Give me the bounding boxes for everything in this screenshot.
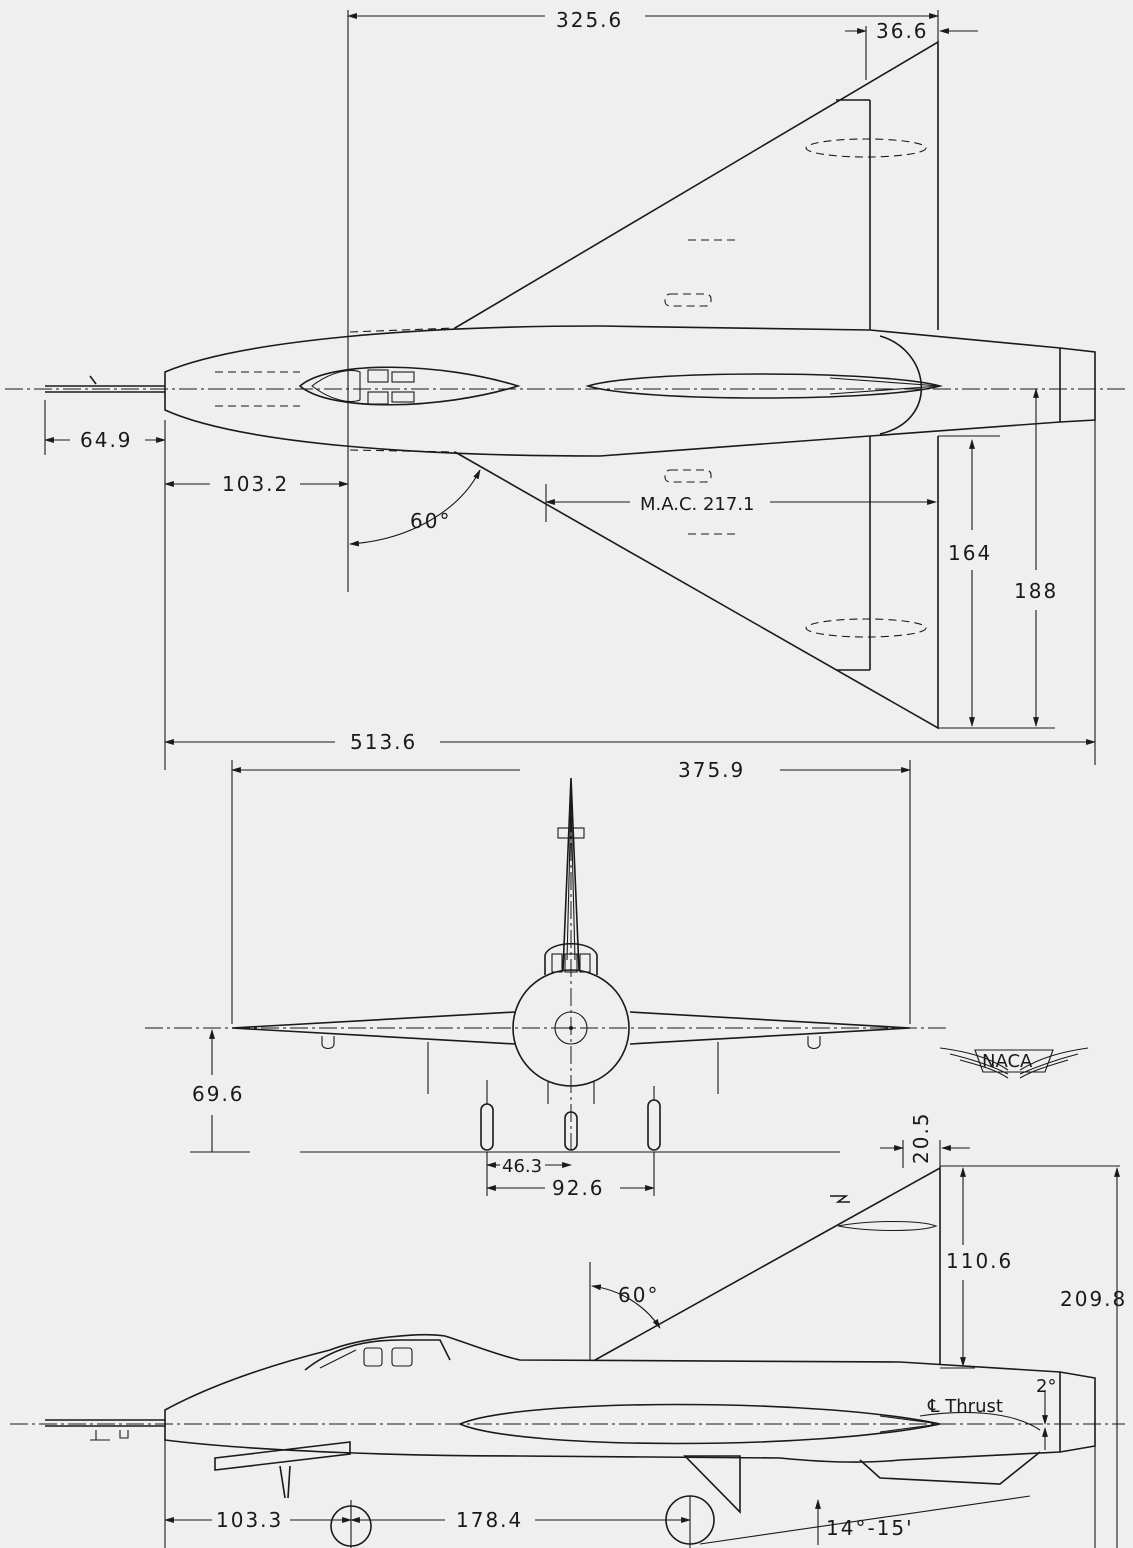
- naca-logo: NACA: [939, 1047, 1089, 1079]
- dim-track: 92.6: [552, 1176, 605, 1200]
- top-view-wing: [454, 40, 939, 730]
- front-view: 375.9 69.6 46.3 92.6 NACA: [145, 758, 1089, 1200]
- dim-mac: M.A.C. 217.1: [640, 494, 755, 515]
- dim-thrust-angle: 2°: [1036, 1376, 1056, 1397]
- dim-overall-length: 513.6: [350, 730, 417, 754]
- dim-side-sweep: 60°: [618, 1283, 659, 1307]
- dim-ground-angle: 14°-15': [826, 1516, 914, 1540]
- dim-track-half: 46.3: [502, 1156, 542, 1177]
- side-view-canopy: [304, 1339, 451, 1371]
- top-view-canopy: [298, 366, 521, 406]
- dim-front-span: 375.9: [678, 758, 745, 782]
- dim-overall-height: 209.8: [1060, 1287, 1127, 1311]
- dim-front-height: 69.6: [192, 1082, 245, 1106]
- dim-tip-chord: 36.6: [876, 19, 929, 43]
- naca-logo-text: NACA: [982, 1051, 1033, 1072]
- side-view: 20.5 110.6 209.8 60° ℄ Thrust 2° 103.3 1…: [10, 1111, 1127, 1548]
- dim-nose-to-wing: 103.2: [222, 472, 289, 496]
- side-view-fin: [594, 1166, 941, 1365]
- front-view-fin: [562, 777, 580, 971]
- dim-span-top: 325.6: [556, 8, 623, 32]
- dim-top-sweep: 60°: [410, 509, 451, 533]
- top-view: 325.6 36.6 64.9 103.2 60° M.A.C. 217.1 1…: [5, 8, 1125, 770]
- dim-fin-tip: 20.5: [909, 1111, 933, 1164]
- dim-probe: 64.9: [80, 428, 133, 452]
- dim-semi-span-a: 164: [948, 541, 992, 565]
- dim-wheelbase: 178.4: [456, 1508, 523, 1532]
- dim-fin-height: 110.6: [946, 1249, 1013, 1273]
- dim-nose-to-gear: 103.3: [216, 1508, 283, 1532]
- side-view-fuselage: [164, 1333, 1096, 1463]
- dim-thrust-label: ℄ Thrust: [927, 1396, 1003, 1417]
- dim-semi-span-b: 188: [1014, 579, 1058, 603]
